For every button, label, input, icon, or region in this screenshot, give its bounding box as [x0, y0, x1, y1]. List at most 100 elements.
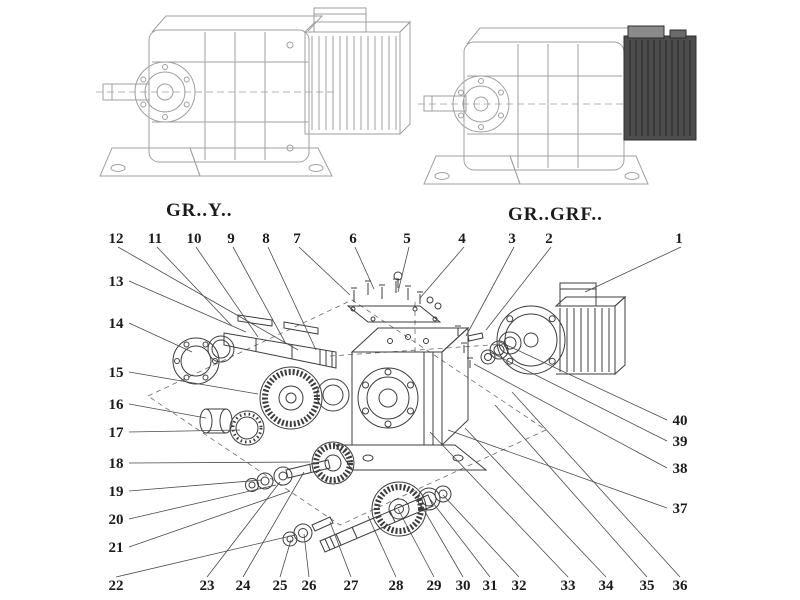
leader-line-39 — [489, 351, 668, 442]
leader-line-30 — [419, 502, 464, 578]
callout-number-3: 3 — [508, 231, 516, 247]
leader-line-29 — [397, 508, 435, 578]
gear-housing-right-view — [452, 27, 638, 171]
callout-number-2: 2 — [545, 231, 553, 247]
leader-line-13 — [128, 280, 247, 333]
callout-number-28: 28 — [389, 578, 404, 594]
callout-number-18: 18 — [109, 456, 124, 472]
callout-number-36: 36 — [673, 578, 689, 594]
variant-label-gr-grf: GR..GRF.. — [508, 204, 603, 225]
output-shaft-right-view — [423, 95, 467, 112]
callout-number-7: 7 — [293, 231, 301, 247]
callout-number-29: 29 — [427, 578, 442, 594]
callout-number-12: 12 — [109, 231, 124, 247]
callout-number-38: 38 — [673, 461, 688, 477]
motor-left-view — [303, 7, 412, 136]
callout-number-25: 25 — [273, 578, 288, 594]
input-shaft — [223, 332, 337, 369]
output-shaft-exploded — [319, 494, 434, 553]
mounting-feet-right-view — [423, 155, 649, 185]
callout-number-15: 15 — [109, 365, 124, 381]
variant-label-gr-y: GR..Y.. — [166, 200, 233, 221]
callout-number-14: 14 — [109, 316, 125, 332]
bearing-2 — [229, 410, 265, 446]
gear-housing-left-view — [134, 15, 324, 163]
leader-line-21 — [128, 490, 291, 548]
leader-line-3 — [465, 246, 515, 337]
leader-line-28 — [367, 515, 397, 578]
callout-number-26: 26 — [302, 578, 318, 594]
leader-line-9 — [232, 246, 287, 345]
callout-number-34: 34 — [599, 578, 615, 594]
callout-number-22: 22 — [109, 578, 124, 594]
leader-line-4 — [419, 246, 465, 299]
leader-line-23 — [206, 481, 281, 578]
spacer-sleeve — [199, 408, 233, 434]
leader-line-7 — [298, 246, 351, 296]
callout-number-11: 11 — [148, 231, 162, 247]
leader-line-14 — [128, 322, 193, 353]
leader-line-15 — [128, 371, 259, 395]
motor-exploded — [496, 282, 627, 376]
callout-number-19: 19 — [109, 484, 124, 500]
leader-line-40 — [499, 341, 668, 421]
assembled-view-gr-y-drawing — [96, 7, 412, 177]
leader-line-1 — [584, 246, 682, 293]
callout-number-10: 10 — [187, 231, 202, 247]
leader-line-10 — [195, 246, 259, 338]
dark-cover-unit — [623, 25, 697, 141]
callout-number-24: 24 — [236, 578, 252, 594]
callout-number-35: 35 — [640, 578, 655, 594]
leader-line-25 — [279, 539, 292, 578]
callout-number-6: 6 — [349, 231, 357, 247]
assembled-view-gr-grf-drawing — [418, 25, 697, 185]
output-washers — [282, 523, 313, 547]
gear-stage-2 — [311, 441, 355, 485]
leader-line-24 — [242, 471, 305, 578]
shaft-key-3 — [311, 516, 334, 532]
leader-line-22 — [115, 534, 296, 578]
motor-coupling-parts — [455, 325, 522, 368]
leader-line-11 — [156, 246, 233, 327]
leader-line-27 — [329, 521, 352, 578]
leader-line-36 — [511, 391, 681, 578]
leader-line-2 — [485, 246, 552, 331]
leader-line-31 — [429, 498, 491, 578]
mounting-feet-left-view — [99, 147, 333, 177]
gear-housing-exploded — [335, 326, 488, 471]
shaft-key-2 — [283, 321, 319, 335]
leader-line-38 — [473, 363, 668, 469]
callout-number-5: 5 — [403, 231, 411, 247]
shaft-key-1 — [237, 314, 273, 327]
gear-stage-1 — [259, 366, 323, 430]
leader-line-20 — [128, 484, 277, 520]
callout-number-37: 37 — [673, 501, 689, 517]
callout-number-16: 16 — [109, 397, 125, 413]
callout-number-13: 13 — [109, 274, 124, 290]
housing-bolts — [351, 271, 442, 310]
leader-line-18 — [128, 461, 311, 464]
callout-number-23: 23 — [200, 578, 215, 594]
callout-number-21: 21 — [109, 540, 124, 556]
callout-number-8: 8 — [262, 231, 270, 247]
callout-number-33: 33 — [561, 578, 576, 594]
leader-line-5 — [397, 246, 410, 293]
output-rings — [417, 485, 452, 511]
pinion-shaft — [273, 459, 331, 486]
callout-number-30: 30 — [456, 578, 471, 594]
callout-number-32: 32 — [512, 578, 527, 594]
leader-line-37 — [447, 429, 668, 509]
leader-line-17 — [128, 429, 241, 433]
exploded-view-drawing — [147, 271, 627, 553]
callout-number-39: 39 — [673, 434, 688, 450]
leader-line-34 — [464, 427, 607, 578]
washers-stage-2 — [245, 472, 274, 492]
leader-line-19 — [128, 479, 263, 492]
callout-number-40: 40 — [673, 413, 688, 429]
leader-line-33 — [429, 431, 569, 578]
bearing-flange — [172, 337, 220, 385]
leader-line-12 — [117, 246, 299, 351]
